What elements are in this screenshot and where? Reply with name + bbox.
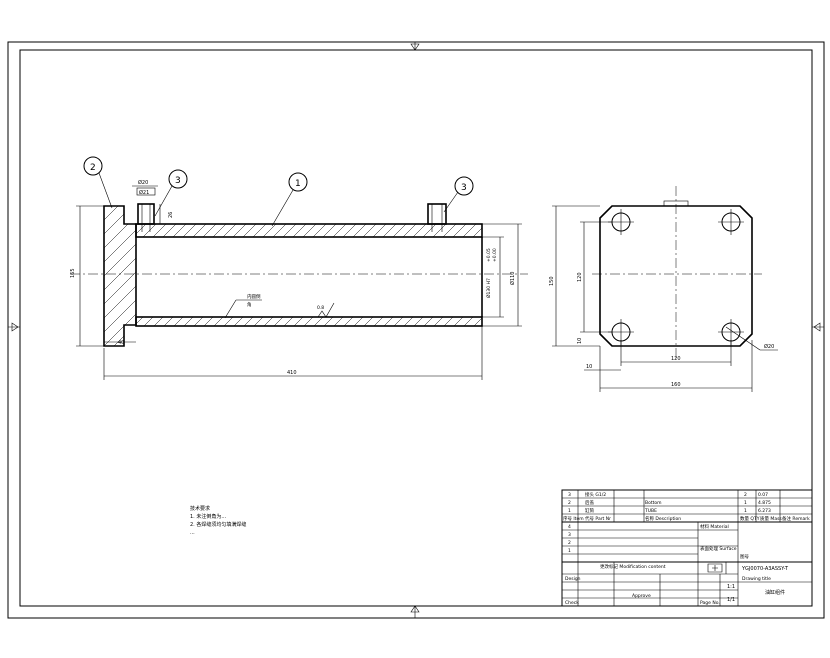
balloons: 2 3 1 3 xyxy=(83,156,474,227)
dim-side-120v: 120 xyxy=(577,272,583,282)
balloon-3b xyxy=(454,176,474,196)
front-view: 165 410 40 Ø20 Ø21 26 Ø130 H7 +0.05 +0.0… xyxy=(70,156,528,380)
bom-row3-name: 缸筒 xyxy=(585,507,594,514)
rev-row-4: 4 xyxy=(568,524,571,530)
rev-row-3: 3 xyxy=(568,532,571,538)
bom-head-remark: 备注 Remark xyxy=(782,515,810,522)
notes-title: 技术要求 xyxy=(190,505,210,512)
bom-head-mass: 质量 Mass xyxy=(760,515,782,522)
bom-row1-no: 3 xyxy=(568,492,571,498)
bom-row2-desc: Bottom xyxy=(645,500,662,506)
balloon-2-label: 2 xyxy=(90,163,96,173)
dim-side-10b: 10 xyxy=(586,364,592,370)
dim-40: 40 xyxy=(118,340,124,346)
bom-row3-no: 1 xyxy=(568,508,571,514)
weld-note-2: 角 xyxy=(247,301,252,308)
end-cap-outline xyxy=(103,205,137,347)
dim-tol-lower: +0.00 xyxy=(492,248,498,262)
tube-wall-hatch xyxy=(136,224,482,326)
roughness-symbol xyxy=(317,302,335,318)
title-block: 3 接头 G1/2 2 0.07 2 后盖 Bottom 1 4.875 1 缸… xyxy=(561,489,813,607)
dim-26: 26 xyxy=(168,212,174,218)
balloon-1-label: 1 xyxy=(295,179,301,189)
drawing-no: YGJ0070-A3ASSY-T xyxy=(741,566,789,572)
bom-row2-mass: 4.875 xyxy=(758,500,771,506)
dim-d110: Ø110 xyxy=(509,272,516,285)
surface-label: 表面处理 Surface xyxy=(700,545,737,552)
balloon-3b-label: 3 xyxy=(461,183,467,193)
end-plate-outline xyxy=(599,205,753,347)
roughness-value: 0.8 xyxy=(317,305,324,311)
dim-d20: Ø20 xyxy=(138,179,148,186)
technical-notes: 技术要求 1. 未注倒角为... 2. 各焊缝须均匀填满焊缝 ... xyxy=(190,505,246,536)
balloon-2 xyxy=(83,156,103,176)
side-dimensions: 150 120 10 120 160 10 Ø20 xyxy=(549,205,778,392)
bolt-holes xyxy=(608,209,744,345)
design-label: Design xyxy=(565,576,581,582)
bom-head-desc: 名称 Description xyxy=(645,515,681,522)
bom-head-name: 代号 Part Nr xyxy=(585,515,611,522)
scale-value: 1:1 xyxy=(727,584,735,590)
bom-row2-name: 后盖 xyxy=(585,499,594,506)
bom-row3-desc: TUBE xyxy=(644,508,657,514)
port-right xyxy=(427,203,447,225)
end-cap-hatch xyxy=(104,206,136,346)
bom-row1-mass: 0.07 xyxy=(758,492,768,498)
bom-row2-no: 2 xyxy=(568,500,571,506)
side-view: 150 120 10 120 160 10 Ø20 xyxy=(549,186,778,392)
rev-row-1: 1 xyxy=(568,548,571,554)
weld-note-1: 内圆倒 xyxy=(247,293,261,300)
dim-tol-upper: +0.05 xyxy=(486,248,492,262)
notes-line1: 1. 未注倒角为... xyxy=(190,513,227,520)
outer-frame xyxy=(7,41,825,619)
tube-top-wall xyxy=(135,223,483,238)
port-left xyxy=(137,203,155,225)
dim-side-150: 150 xyxy=(549,276,555,286)
dim-410: 410 xyxy=(287,370,297,376)
drawing-no-label: 图号 xyxy=(740,554,749,560)
centering-marks xyxy=(8,42,824,618)
inner-frame xyxy=(19,49,813,607)
sheet-value: 1/1 xyxy=(727,597,735,603)
page-no-label: Page No. xyxy=(700,600,720,606)
dim-side-160: 160 xyxy=(671,382,681,388)
bom-row2-qty: 1 xyxy=(744,500,747,506)
dim-side-10: 10 xyxy=(577,338,583,344)
dim-165: 165 xyxy=(70,268,76,278)
bom-row1-name: 接头 G1/2 xyxy=(585,491,606,498)
rev-row-2: 2 xyxy=(568,540,571,546)
dim-d21: Ø21 xyxy=(139,189,149,196)
rev-header: 更改标记 Modification content xyxy=(600,563,666,570)
tube-bottom-wall xyxy=(135,316,483,327)
dim-d130tol: Ø130 H7 xyxy=(485,278,492,298)
check-label: Check xyxy=(565,600,579,606)
bom-head-qty: 数量 QTY xyxy=(740,515,760,522)
projection-symbol xyxy=(707,563,723,573)
bom-head-no: 序号 Item xyxy=(563,515,584,522)
dim-side-120h: 120 xyxy=(671,356,681,362)
notes-line2: 2. 各焊缝须均匀填满焊缝 xyxy=(190,521,246,528)
material-label: 材料 Material xyxy=(700,523,729,530)
front-dimensions: 165 410 40 Ø20 Ø21 26 Ø130 H7 +0.05 +0.0… xyxy=(70,179,522,380)
dim-hole: Ø20 xyxy=(764,343,774,350)
approve-label: Approve xyxy=(632,593,651,599)
bom-row1-qty: 2 xyxy=(744,492,747,498)
balloon-3a-label: 3 xyxy=(175,176,181,186)
notes-line3: ... xyxy=(190,530,195,536)
drawing-title: 油缸组件 xyxy=(765,589,785,596)
bom-row3-mass: 6.273 xyxy=(758,508,771,514)
balloon-3a xyxy=(168,169,188,189)
bom-row3-qty: 1 xyxy=(744,508,747,514)
balloon-1 xyxy=(288,172,308,192)
title-label: Drawing title xyxy=(742,576,771,582)
